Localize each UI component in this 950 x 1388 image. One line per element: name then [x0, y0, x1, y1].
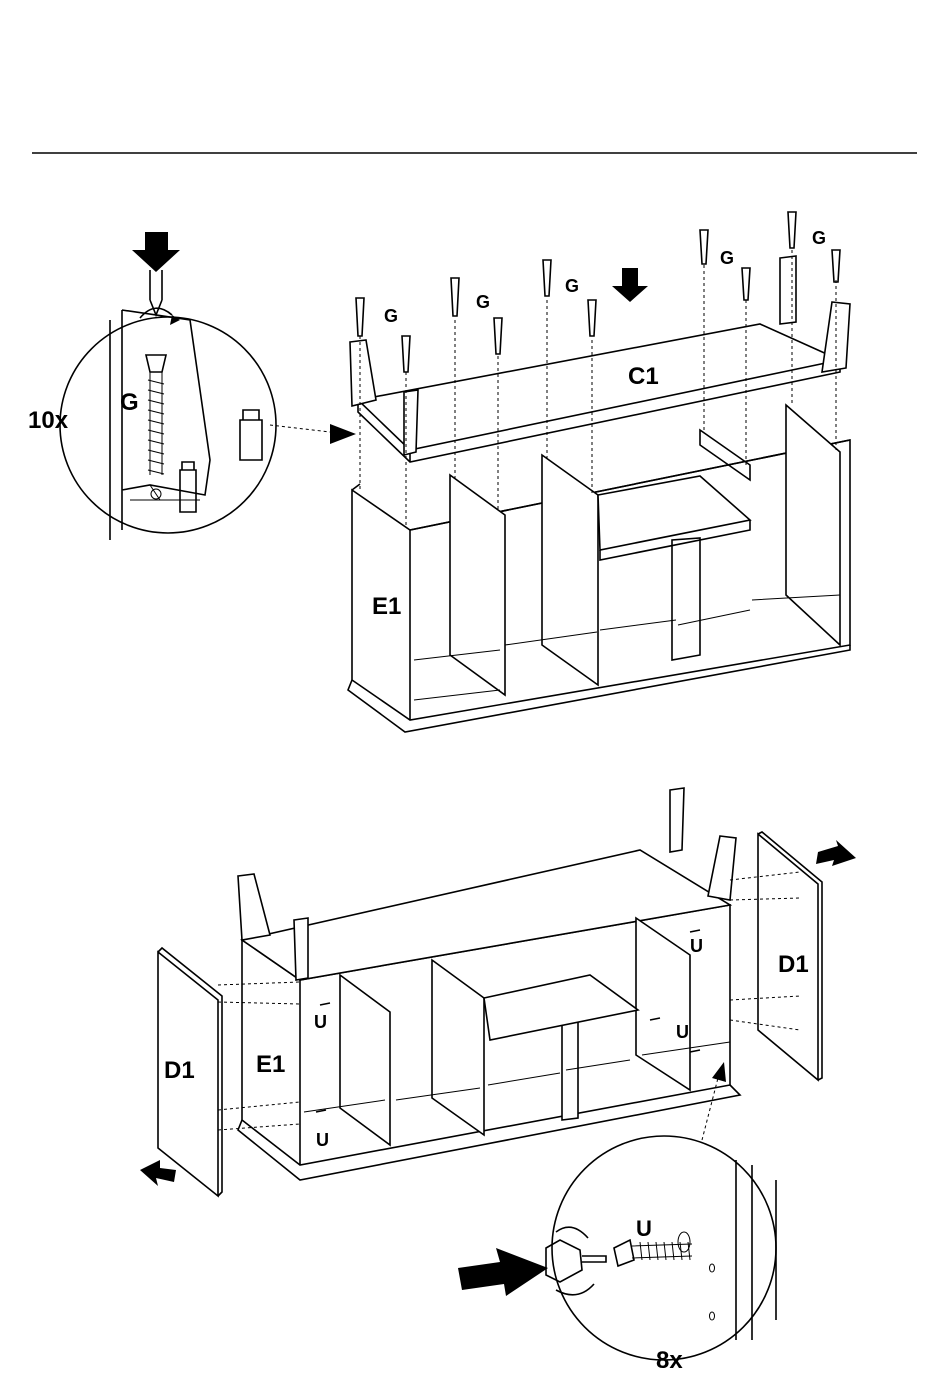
step-top: 10x G	[28, 212, 850, 732]
top-panel-c1	[350, 256, 850, 462]
detail-circle-u	[546, 1136, 776, 1360]
press-arrow-icon	[612, 268, 648, 302]
label-e1-top: E1	[372, 593, 401, 620]
quantity-top: 10x	[28, 407, 69, 434]
label-g-5: G	[812, 228, 826, 248]
label-e1-bottom: E1	[256, 1051, 285, 1078]
screwdriver-icon	[546, 1227, 606, 1295]
detail-label-g: G	[120, 389, 139, 416]
cabinet-e1	[348, 405, 850, 732]
label-u-3: U	[690, 936, 703, 956]
detail-screw	[146, 355, 166, 475]
quantity-bottom: 8x	[656, 1347, 683, 1374]
label-g-1: G	[384, 306, 398, 326]
detail-label-u: U	[636, 1216, 652, 1241]
press-arrow-icon	[458, 1248, 548, 1296]
slide-arrow-icon	[140, 1160, 176, 1186]
detail-circle-g	[60, 270, 276, 540]
label-u-4: U	[676, 1022, 689, 1042]
label-u-1: U	[314, 1012, 327, 1032]
press-arrow-icon	[132, 232, 180, 272]
cabinet-assembled	[238, 788, 740, 1180]
pointer-arrow-icon	[330, 424, 356, 444]
label-d1-left: D1	[164, 1057, 195, 1084]
label-d1-right: D1	[778, 951, 809, 978]
slide-arrow-icon	[816, 840, 856, 866]
label-g-3: G	[565, 276, 579, 296]
label-c1: C1	[628, 363, 659, 390]
label-g-4: G	[720, 248, 734, 268]
label-g-2: G	[476, 292, 490, 312]
step-bottom: D1 D1 E1 U U U U U 8x	[140, 788, 856, 1374]
label-u-2: U	[316, 1130, 329, 1150]
